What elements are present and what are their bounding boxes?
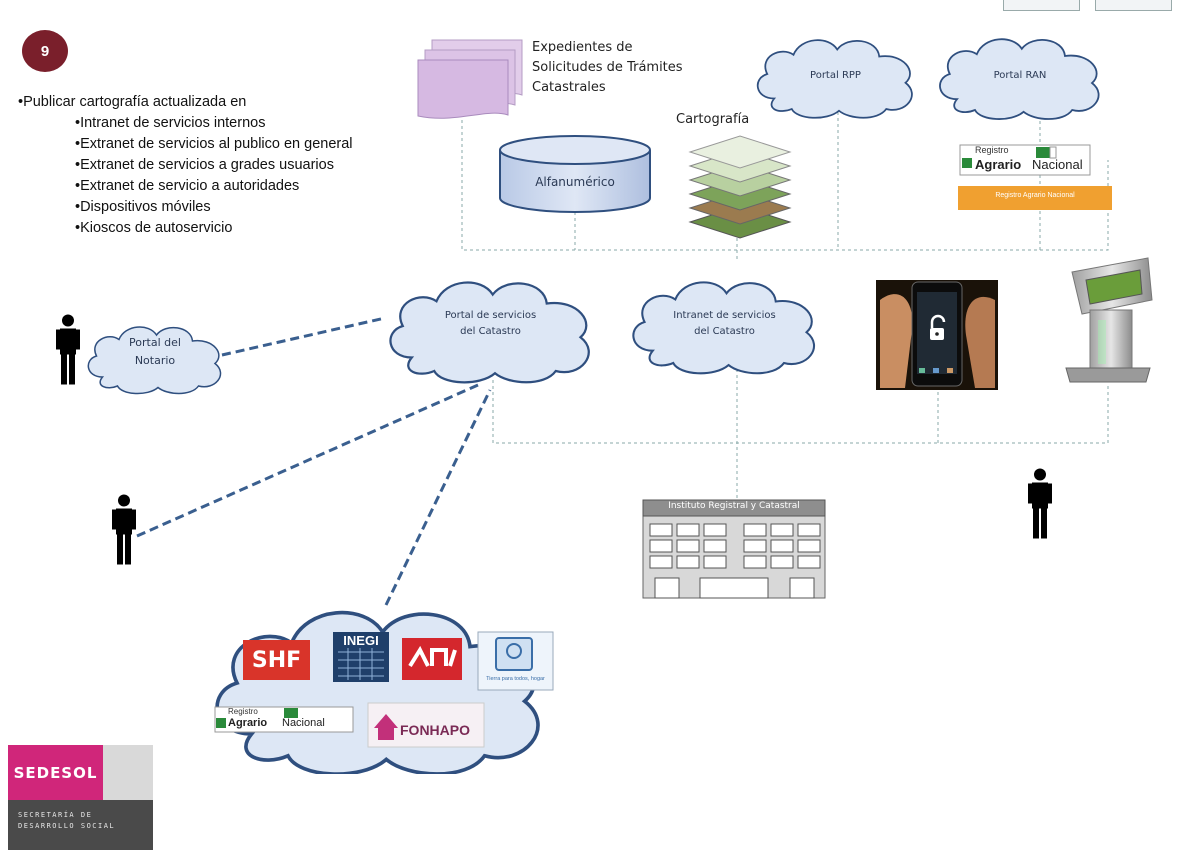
- services-bus: [492, 345, 1109, 500]
- ran-logo-word: Agrario: [975, 157, 1022, 172]
- bullet-list: •Publicar cartografía actualizada en •In…: [18, 92, 353, 239]
- bullet-item: •Dispositivos móviles: [75, 199, 211, 215]
- bullet-item: •Extranet de servicios al publico en gen…: [75, 136, 353, 152]
- header-fragment-right: [1095, 0, 1172, 11]
- ran-logo-small: [214, 706, 354, 733]
- ran-logo-top: Registro: [975, 145, 1009, 155]
- fonhapo-text: FONHAPO: [400, 722, 470, 738]
- ran-logo: [959, 144, 1091, 176]
- portal-servicios-line: Portal de servicios: [444, 310, 537, 321]
- portal-notario-line: Notario: [134, 354, 176, 367]
- fovissste-logo: [477, 631, 554, 691]
- sedesol-subtitle-line: SECRETARÍA DE: [18, 811, 93, 819]
- header-fragment-left: [1003, 0, 1080, 11]
- shf-logo-text: SHF: [251, 647, 302, 673]
- bullet-item: •Kioscos de autoservicio: [75, 220, 233, 236]
- user-person-icon: [112, 494, 136, 565]
- notary-links: [136, 316, 492, 606]
- bullet-item: •Intranet de servicios internos: [75, 115, 266, 131]
- portal-servicios-label: Portal de servicios del Catastro: [378, 308, 603, 340]
- sedesol-logo: SEDESOL: [8, 745, 103, 800]
- cartografia-layers-icon: [688, 135, 792, 239]
- portal-servicios-line: del Catastro: [460, 326, 521, 337]
- ran-logo-word: Nacional: [1032, 157, 1083, 172]
- cartografia-label: Cartografía: [676, 112, 750, 127]
- alfanumerico-database-icon: [499, 135, 651, 213]
- instituto-label: Instituto Registral y Catastral: [668, 501, 800, 511]
- portal-ran-label: Portal RAN: [993, 70, 1047, 81]
- sedesol-subtitle: SECRETARÍA DE DESARROLLO SOCIAL: [8, 800, 153, 850]
- instituto-building-icon: [642, 499, 826, 599]
- fovissste-caption: Tierra para todos, hogar: [486, 676, 545, 682]
- bullet-intro: •Publicar cartografía actualizada en: [18, 94, 247, 110]
- expedientes-label-line: Solicitudes de Trámites: [532, 60, 683, 75]
- expedientes-label: Expedientes de Solicitudes de Trámites C…: [532, 38, 683, 98]
- seal-box: [103, 745, 153, 800]
- intranet-line: Intranet de servicios: [673, 310, 776, 321]
- intranet-label: Intranet de servicios del Catastro: [622, 308, 827, 340]
- intranet-line: del Catastro: [694, 326, 755, 337]
- expedientes-label-line: Catastrales: [532, 80, 606, 95]
- portal-rpp-label: Portal RPP: [810, 70, 861, 81]
- expedientes-pages-icon: [417, 39, 523, 119]
- kiosk-icon: [1065, 257, 1153, 383]
- shf-logo: [243, 640, 310, 680]
- fonhapo-logo: [367, 702, 485, 748]
- alfanumerico-label: Alfanumérico: [535, 175, 615, 189]
- portal-notario-line: Portal del: [129, 336, 181, 349]
- step-badge: 9: [22, 30, 68, 72]
- infonavit-logo: [402, 638, 462, 680]
- inegi-logo-text: INEGI: [343, 632, 379, 648]
- ran-small-word: Nacional: [282, 717, 325, 729]
- ran-small-word: Agrario: [228, 717, 268, 729]
- mobile-phone-icon: [876, 280, 998, 390]
- ran-bar: [958, 186, 1112, 210]
- sedesol-subtitle-line: DESARROLLO SOCIAL: [18, 822, 116, 830]
- inegi-logo: [333, 632, 389, 682]
- notary-person-icon: [56, 314, 80, 385]
- ran-small-top: Registro: [228, 707, 258, 716]
- bullet-item: •Extranet de servicios a grades usuarios: [75, 157, 334, 173]
- portal-notario-label: Portal del Notario: [80, 334, 230, 370]
- bullet-item: •Extranet de servicio a autoridades: [75, 178, 300, 194]
- data-sources-boundary: [461, 112, 1109, 260]
- expedientes-label-line: Expedientes de: [532, 40, 633, 55]
- staff-person-icon: [1028, 468, 1052, 539]
- ran-bar-label: Registro Agrario Nacional: [995, 192, 1075, 199]
